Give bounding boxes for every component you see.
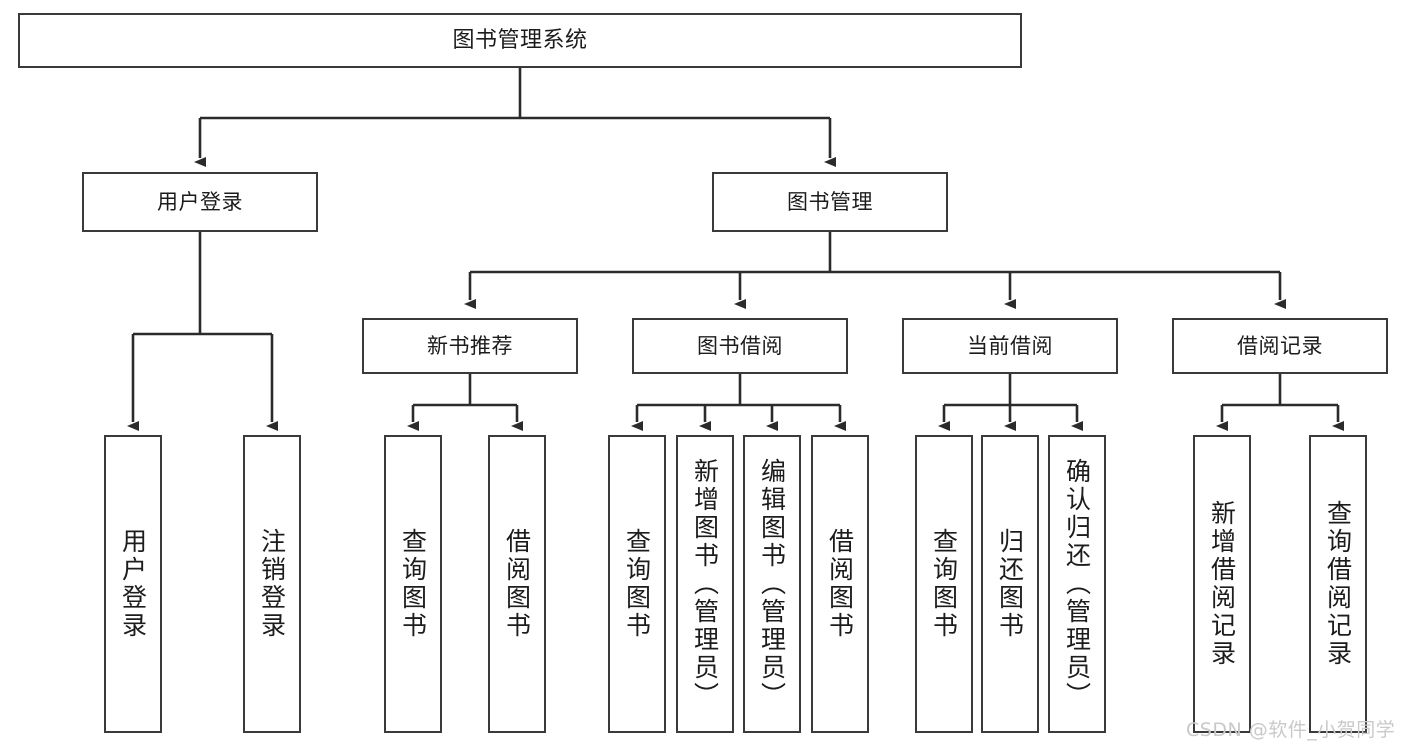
node-leaf-borrow-book-label: 借阅图书 (825, 528, 855, 640)
node-new-book-recommend[interactable]: 新书推荐 (362, 318, 578, 374)
node-borrow-record-label: 借阅记录 (1237, 333, 1323, 358)
node-leaf-query-book-recommend[interactable]: 查询图书 (384, 435, 442, 733)
node-leaf-query-record-label: 查询借阅记录 (1323, 500, 1353, 668)
node-leaf-add-book-label: 新增图书（管理员） (690, 458, 720, 710)
node-book-manage-label: 图书管理 (787, 189, 873, 214)
node-leaf-edit-book-label: 编辑图书（管理员） (757, 458, 787, 710)
node-leaf-borrow-book-recommend[interactable]: 借阅图书 (488, 435, 546, 733)
node-borrow-record[interactable]: 借阅记录 (1172, 318, 1388, 374)
node-new-book-recommend-label: 新书推荐 (427, 333, 513, 358)
node-user-login-label: 用户登录 (157, 189, 243, 214)
node-book-borrow-label: 图书借阅 (697, 333, 783, 358)
node-book-manage[interactable]: 图书管理 (712, 172, 948, 232)
watermark-text: CSDN @软件_小贺同学 (1186, 719, 1396, 741)
node-root-system[interactable]: 图书管理系统 (18, 13, 1022, 68)
node-leaf-edit-book[interactable]: 编辑图书（管理员） (743, 435, 801, 733)
node-leaf-user-login-label: 用户登录 (118, 528, 148, 640)
node-leaf-add-record[interactable]: 新增借阅记录 (1193, 435, 1251, 733)
node-leaf-confirm-return[interactable]: 确认归还（管理员） (1048, 435, 1106, 733)
node-leaf-confirm-return-label: 确认归还（管理员） (1062, 458, 1092, 710)
node-leaf-borrow-book[interactable]: 借阅图书 (811, 435, 869, 733)
node-leaf-add-book[interactable]: 新增图书（管理员） (676, 435, 734, 733)
node-leaf-query-book-current[interactable]: 查询图书 (915, 435, 973, 733)
node-leaf-add-record-label: 新增借阅记录 (1207, 500, 1237, 668)
node-leaf-query-book-recommend-label: 查询图书 (398, 528, 428, 640)
node-leaf-return-book-label: 归还图书 (995, 528, 1025, 640)
node-leaf-user-logout-label: 注销登录 (257, 528, 287, 640)
node-root-system-label: 图书管理系统 (452, 27, 588, 53)
node-leaf-query-book-current-label: 查询图书 (929, 528, 959, 640)
node-leaf-query-record[interactable]: 查询借阅记录 (1309, 435, 1367, 733)
node-leaf-borrow-book-recommend-label: 借阅图书 (502, 528, 532, 640)
node-leaf-user-login[interactable]: 用户登录 (104, 435, 162, 733)
node-leaf-user-logout[interactable]: 注销登录 (243, 435, 301, 733)
node-user-login[interactable]: 用户登录 (82, 172, 318, 232)
node-current-borrow[interactable]: 当前借阅 (902, 318, 1118, 374)
node-leaf-query-book-borrow-label: 查询图书 (622, 528, 652, 640)
node-book-borrow[interactable]: 图书借阅 (632, 318, 848, 374)
node-leaf-return-book[interactable]: 归还图书 (981, 435, 1039, 733)
node-leaf-query-book-borrow[interactable]: 查询图书 (608, 435, 666, 733)
node-current-borrow-label: 当前借阅 (967, 333, 1053, 358)
